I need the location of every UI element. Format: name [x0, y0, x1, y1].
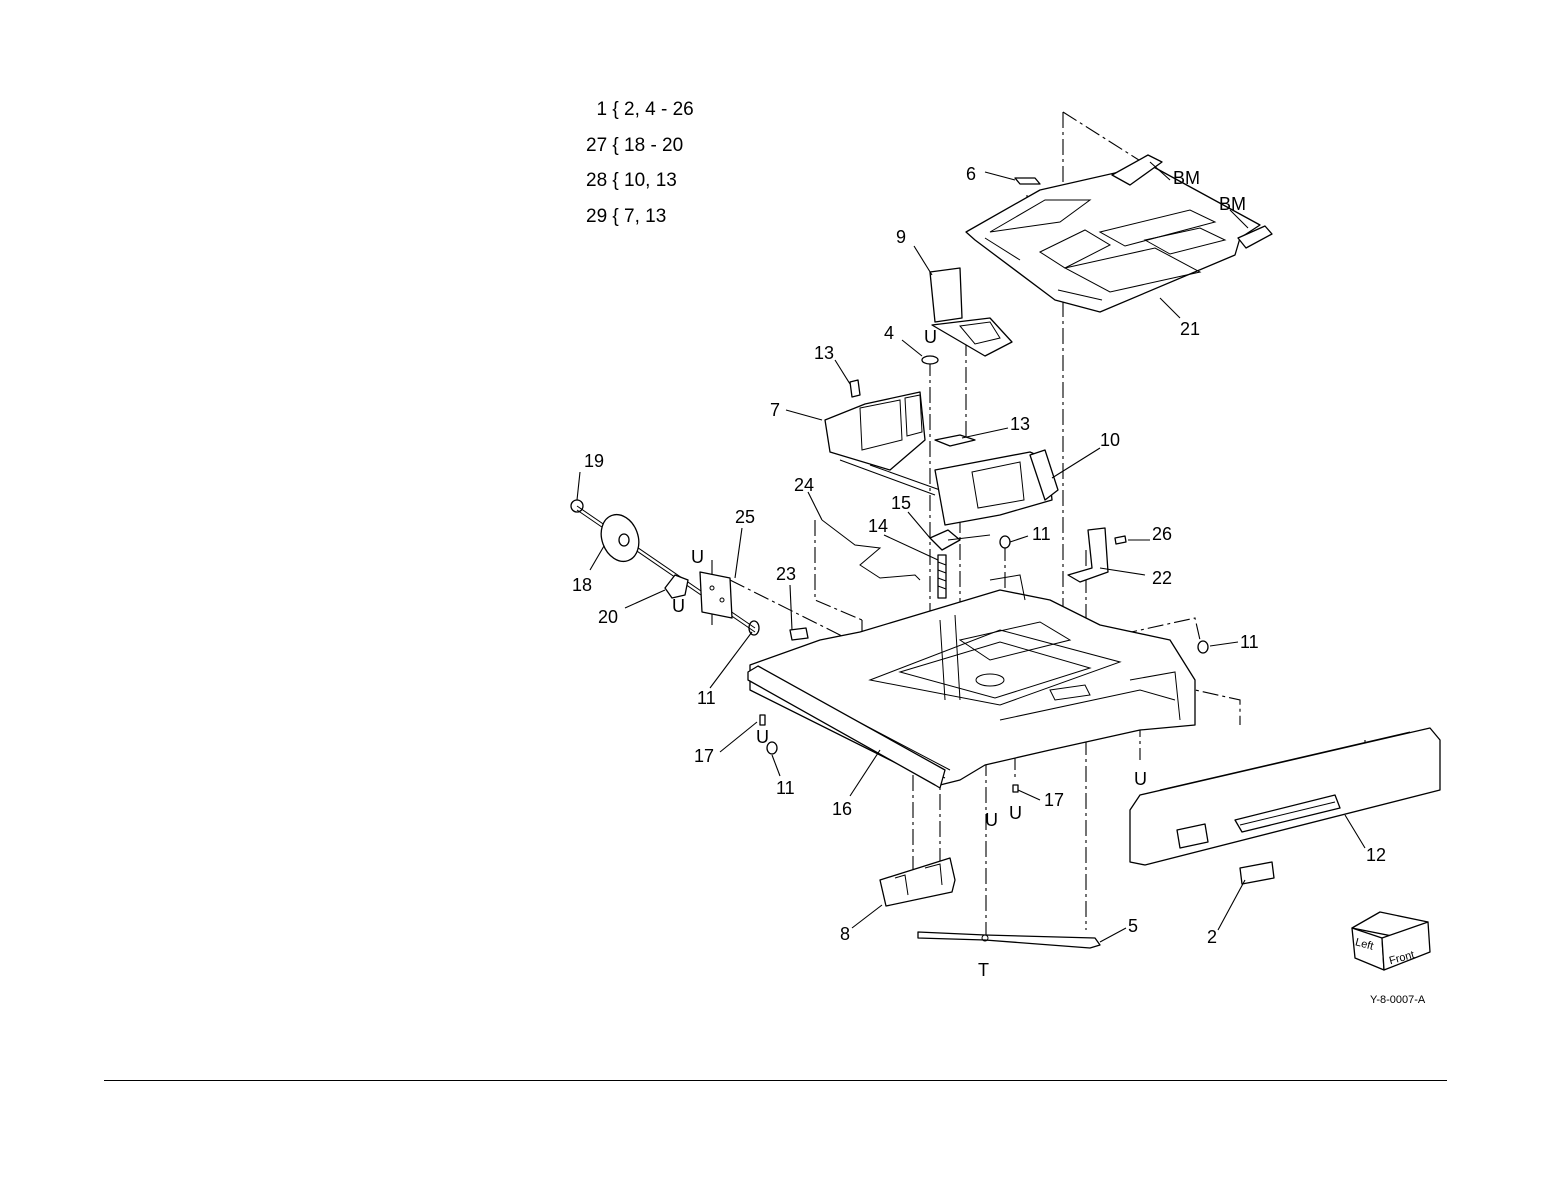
part-21-tray-cover [966, 155, 1272, 312]
callout-11: 11 [776, 778, 795, 798]
callout-17: 17 [694, 746, 714, 766]
part-9-bracket [930, 268, 1012, 356]
marker-t: T [978, 960, 989, 980]
part-8-bracket [880, 858, 955, 906]
callout-13: 13 [1010, 414, 1030, 434]
callout-13: 13 [814, 343, 834, 363]
callout-8: 8 [840, 924, 850, 944]
marker-u: U [672, 596, 685, 616]
marker-u: U [691, 547, 704, 567]
callout-15: 15 [891, 493, 911, 513]
marker-u: U [1009, 803, 1022, 823]
part-11-washer [1000, 536, 1010, 548]
callout-26: 26 [1152, 524, 1172, 544]
callout-20: 20 [598, 607, 618, 627]
callout-7: 7 [770, 400, 780, 420]
callout-19: 19 [584, 451, 604, 471]
marker-bm: BM [1219, 194, 1246, 214]
marker-u: U [1134, 769, 1147, 789]
callout-9: 9 [896, 227, 906, 247]
callout-16: 16 [832, 799, 852, 819]
marker-u: U [924, 327, 937, 347]
part-23-clip [790, 628, 808, 640]
callout-25: 25 [735, 507, 755, 527]
part-26-screw [1115, 536, 1126, 544]
callout-6: 6 [966, 164, 976, 184]
callout-17: 17 [1044, 790, 1064, 810]
part-17-pin [1013, 785, 1018, 792]
marker-bm: BM [1173, 168, 1200, 188]
callout-18: 18 [572, 575, 592, 595]
callout-4: 4 [884, 323, 894, 343]
part-6-clip [1015, 178, 1040, 184]
callout-10: 10 [1100, 430, 1120, 450]
callout-12: 12 [1366, 845, 1386, 865]
part-11-washer [1198, 641, 1208, 653]
part-10-end-guide [935, 450, 1058, 525]
callout-22: 22 [1152, 568, 1172, 588]
part-4-washer [922, 356, 938, 364]
marker-u: U [985, 810, 998, 830]
part-13-clip-upper [850, 380, 860, 397]
part-25-plate [700, 572, 732, 618]
marker-u: U [756, 727, 769, 747]
callout-11: 11 [1240, 632, 1259, 652]
callout-21: 21 [1180, 319, 1200, 339]
tray-body [750, 575, 1195, 785]
callout-2: 2 [1207, 927, 1217, 947]
part-22-bracket [1068, 528, 1108, 582]
part-11-washer [749, 621, 759, 635]
callout-5: 5 [1128, 916, 1138, 936]
callout-23: 23 [776, 564, 796, 584]
part-20-gear [665, 575, 688, 598]
callout-24: 24 [794, 475, 814, 495]
part-7-side-guide [825, 392, 940, 495]
part-5-link [918, 932, 1100, 948]
part-12-front-cover [1130, 728, 1440, 865]
part-14-spring [938, 555, 946, 598]
figure-id: Y-8-0007-A [1370, 994, 1426, 1006]
callout-11: 11 [697, 688, 716, 708]
callout-11: 11 [1032, 524, 1051, 544]
callout-14: 14 [868, 516, 888, 536]
part-17-pin [760, 715, 765, 725]
footer-divider [104, 1080, 1447, 1081]
